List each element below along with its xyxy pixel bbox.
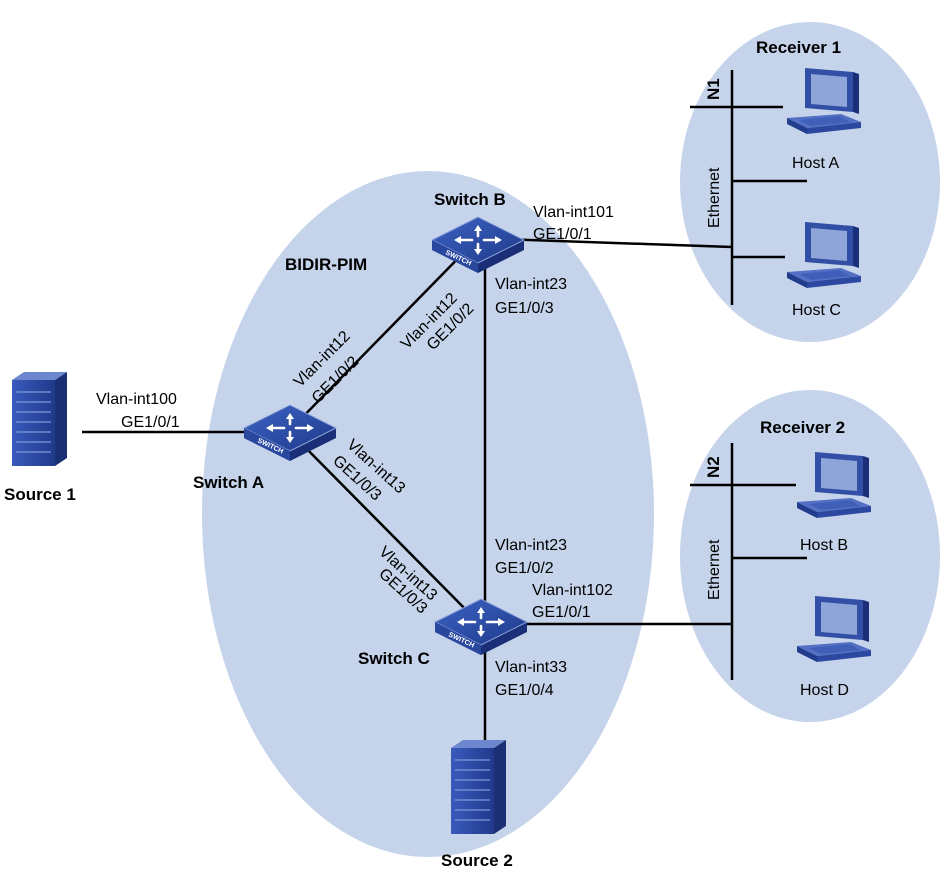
ethernet-segment-n1 bbox=[690, 70, 807, 305]
if-b-c-port: GE1/0/3 bbox=[495, 300, 554, 317]
link-switch-b-n1 bbox=[499, 237, 733, 249]
if-a-source1-port: GE1/0/1 bbox=[121, 414, 180, 431]
link-switch-a-switch-c bbox=[289, 431, 483, 627]
if-a-source1-vlan: Vlan-int100 bbox=[96, 391, 177, 408]
switch-a-label: Switch A bbox=[193, 473, 264, 492]
link-switch-a-switch-b bbox=[289, 239, 477, 431]
switch-b-label: Switch B bbox=[434, 190, 506, 209]
receiver2-domain bbox=[680, 390, 940, 722]
source2-server-icon bbox=[450, 739, 507, 835]
links bbox=[82, 237, 733, 750]
receiver2-label: Receiver 2 bbox=[760, 418, 845, 437]
n2-ethernet-label: Ethernet bbox=[706, 539, 723, 600]
n2-label: N2 bbox=[704, 456, 723, 478]
host-c-label: Host C bbox=[792, 302, 841, 319]
bidir-pim-domain bbox=[202, 171, 654, 857]
ethernet-segment-n2 bbox=[690, 443, 807, 680]
if-c-b-port: GE1/0/2 bbox=[495, 560, 554, 577]
switch-c-label: Switch C bbox=[358, 649, 430, 668]
if-c-source2-port: GE1/0/4 bbox=[495, 682, 554, 699]
host-b-label: Host B bbox=[800, 537, 848, 554]
if-c-source2-vlan: Vlan-int33 bbox=[495, 659, 567, 676]
source1-server-icon bbox=[11, 371, 68, 467]
host-d-label: Host D bbox=[800, 682, 849, 699]
bidir-pim-label: BIDIR-PIM bbox=[285, 255, 367, 274]
if-c-b-vlan: Vlan-int23 bbox=[495, 537, 567, 554]
if-b-c-vlan: Vlan-int23 bbox=[495, 276, 567, 293]
receiver1-domain bbox=[680, 22, 940, 342]
source1-label: Source 1 bbox=[4, 485, 76, 504]
receiver1-label: Receiver 1 bbox=[756, 38, 841, 57]
if-b-n1-vlan: Vlan-int101 bbox=[533, 204, 614, 221]
if-b-n1-port: GE1/0/1 bbox=[533, 226, 592, 243]
n1-label: N1 bbox=[704, 78, 723, 100]
if-c-n2-port: GE1/0/1 bbox=[532, 604, 591, 621]
source2-label: Source 2 bbox=[441, 851, 513, 870]
n1-ethernet-label: Ethernet bbox=[706, 167, 723, 228]
if-c-n2-vlan: Vlan-int102 bbox=[532, 582, 613, 599]
host-a-label: Host A bbox=[792, 155, 839, 172]
